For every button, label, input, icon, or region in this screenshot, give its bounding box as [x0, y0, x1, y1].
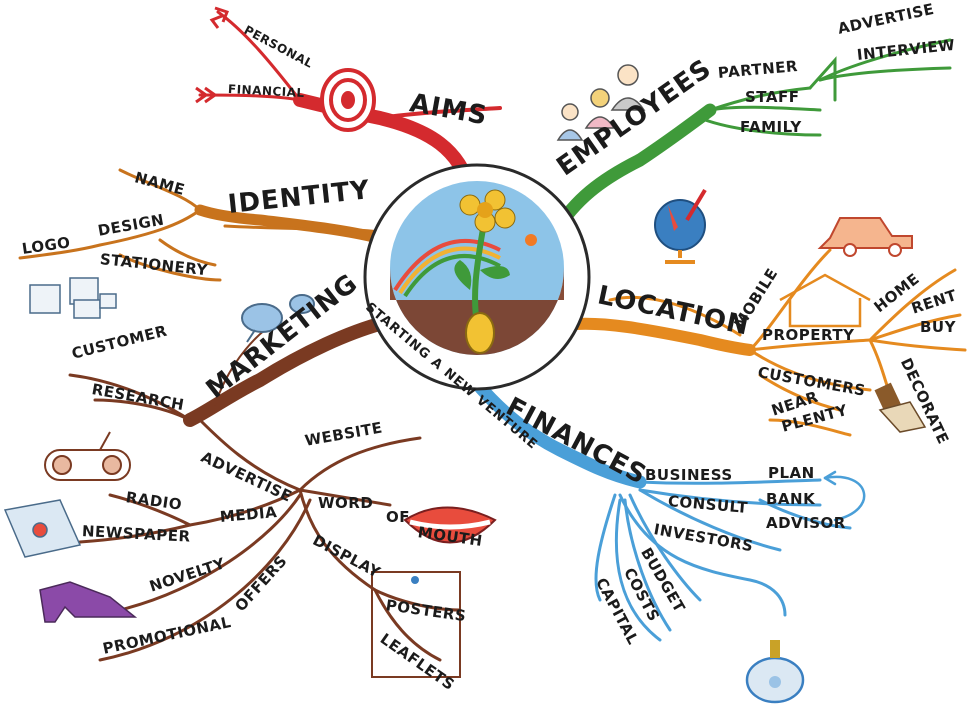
branch-identity — [18, 168, 391, 282]
label-business: BUSINESS — [645, 466, 733, 484]
branch-location — [559, 248, 967, 437]
piggy-bank-icon — [745, 640, 805, 704]
target-icon — [320, 68, 376, 132]
radio-icon — [44, 431, 131, 481]
car-icon — [817, 217, 913, 257]
arrow-icon — [195, 6, 229, 104]
label-word: WORD — [318, 494, 374, 512]
globe-icon — [654, 188, 707, 264]
label-buy: BUY — [920, 318, 956, 336]
newspaper-icon — [3, 499, 82, 558]
label-family: FAMILY — [740, 118, 802, 136]
label-bank: BANK — [766, 490, 816, 508]
label-plan: PLAN — [768, 464, 815, 482]
sun-icon — [525, 234, 537, 246]
poster-icon — [371, 571, 461, 678]
branch-employees — [548, 38, 952, 239]
lips-icon — [403, 506, 497, 544]
house-icon — [779, 273, 871, 328]
label-of: OF — [386, 508, 410, 526]
branch-marketing — [68, 313, 462, 662]
speech-bubble-icon — [241, 294, 315, 343]
label-staff: STAFF — [745, 88, 800, 106]
stationery-icon — [29, 277, 117, 319]
label-property: PROPERTY — [762, 326, 855, 344]
paintbrush-icon — [874, 382, 927, 433]
shoe-icon — [39, 581, 138, 623]
label-advisor: ADVISOR — [766, 514, 846, 532]
flower-icon — [454, 189, 516, 354]
center-node — [363, 163, 591, 391]
rainbow-icon — [393, 239, 501, 298]
branch-finances — [463, 368, 866, 642]
people-icon — [556, 64, 646, 141]
